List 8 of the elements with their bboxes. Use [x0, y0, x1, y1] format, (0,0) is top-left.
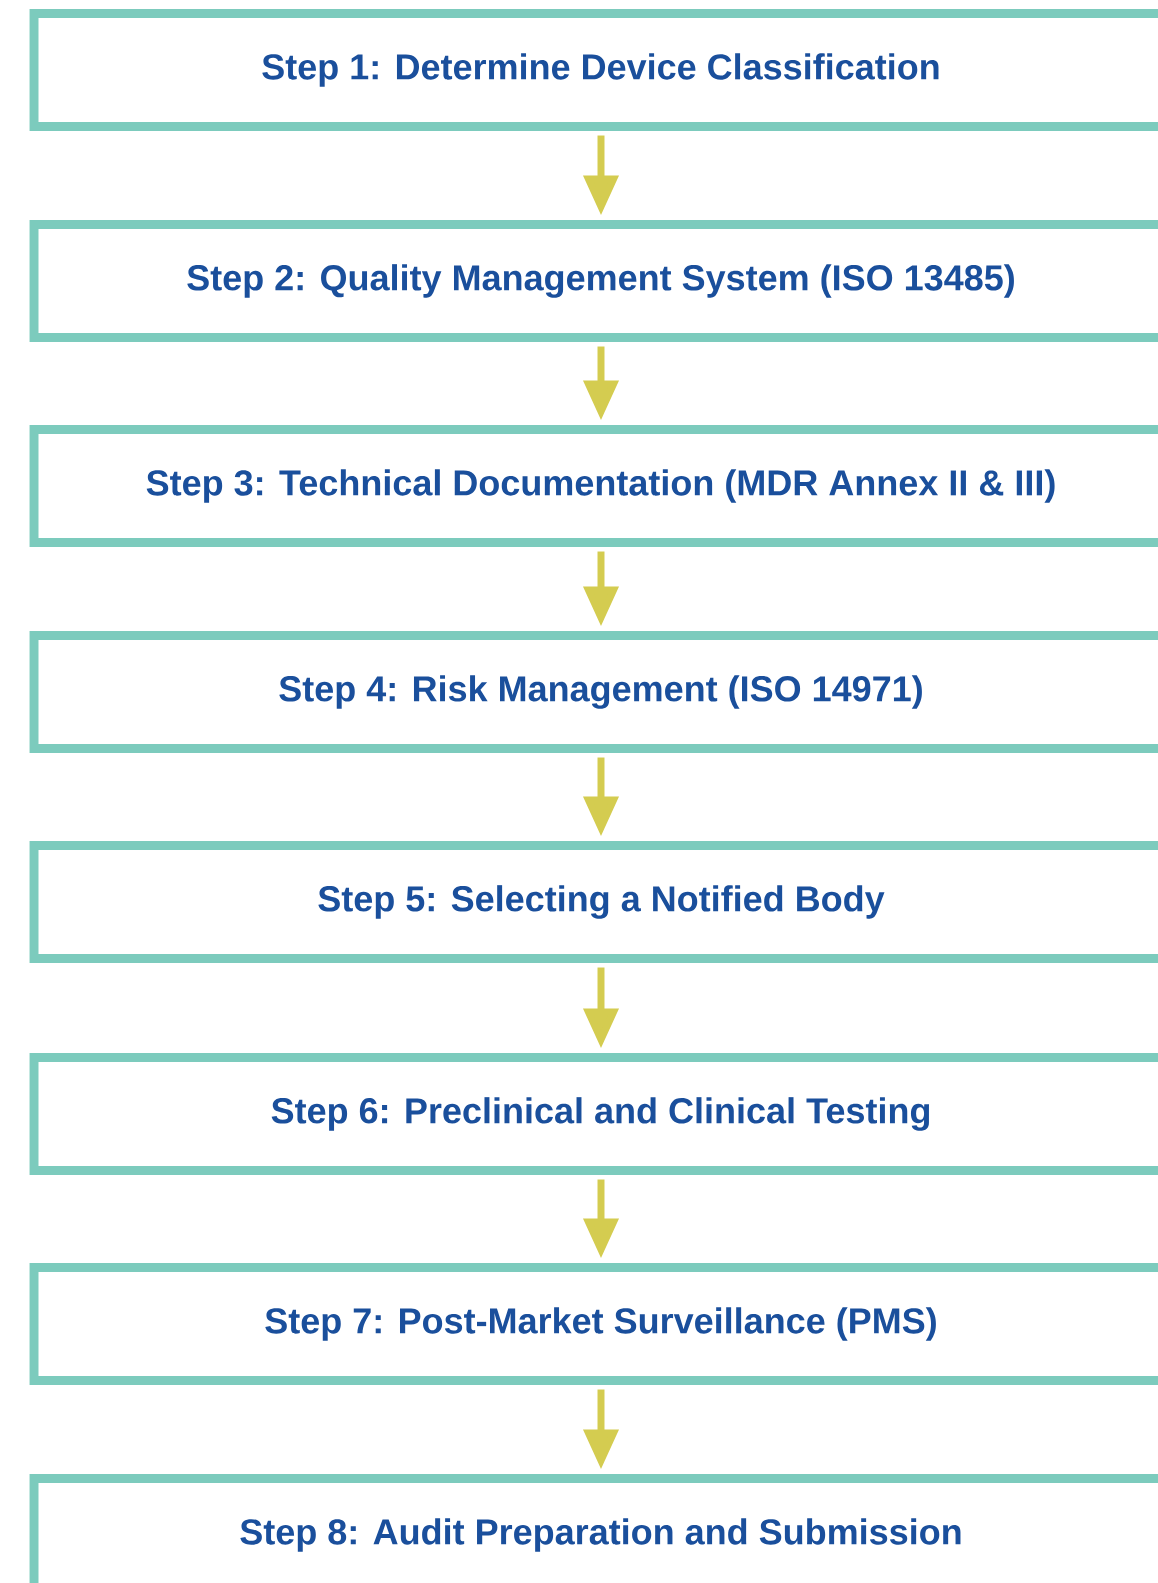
- step-box: Step 4: Risk Management (ISO 14971): [29, 631, 1158, 753]
- step-box: Step 8: Audit Preparation and Submission: [29, 1474, 1158, 1583]
- step-box: Step 7: Post-Market Surveillance (PMS): [29, 1263, 1158, 1385]
- step-box: Step 3: Technical Documentation (MDR Annex II & III): [29, 425, 1158, 547]
- step-box: Step 6: Preclinical and Clinical Testing: [29, 1053, 1158, 1175]
- step-box: Step 5: Selecting a Notified Body: [29, 841, 1158, 963]
- step-box: Step 2: Quality Management System (ISO 13485): [29, 220, 1158, 342]
- step-box: Step 1: Determine Device Classification: [29, 9, 1158, 131]
